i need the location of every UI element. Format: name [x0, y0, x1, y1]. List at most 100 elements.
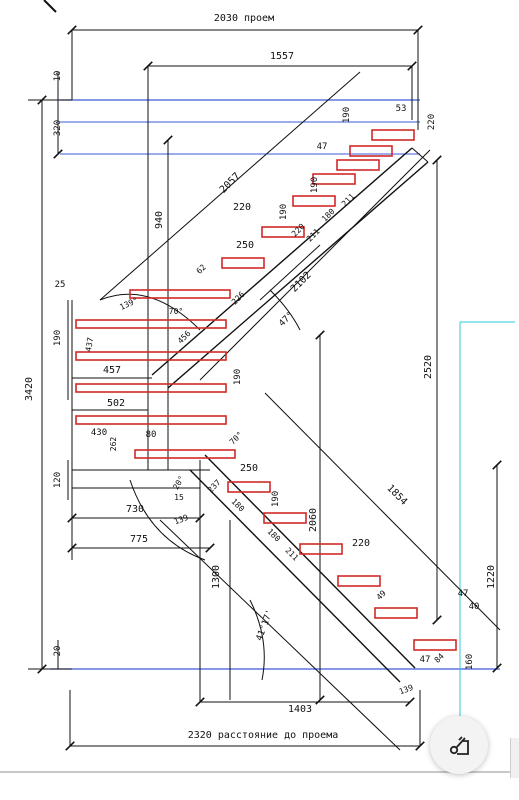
dim-139-b: 139 [173, 513, 190, 526]
dim-940: 940 [154, 211, 165, 229]
dim-1854: 1854 [384, 483, 409, 508]
dim-1557: 1557 [270, 51, 294, 62]
dim-49: 49 [375, 589, 388, 602]
angle-70-b: 70° [228, 430, 245, 447]
dim-456: 456 [176, 329, 193, 346]
dim-180-a: 180 [320, 207, 337, 224]
opening-width-label: 2030 проем [214, 13, 274, 24]
dim-430: 430 [91, 428, 107, 438]
stair-tread [371, 129, 415, 141]
dim-84: 84 [433, 652, 446, 665]
dim-190-left: 190 [53, 330, 63, 346]
dimension-tick [432, 155, 442, 165]
bottom-divider [0, 771, 519, 773]
dimension-tick [492, 460, 502, 470]
dim-226: 226 [230, 290, 247, 307]
stair-tread [75, 383, 227, 393]
dimension-tick [492, 663, 502, 673]
dimension-tick [432, 615, 442, 625]
dimension-line [264, 392, 501, 631]
stair-tread [261, 226, 305, 238]
dim-220-e: 220 [352, 538, 370, 549]
crop-edit-icon [449, 736, 469, 755]
dimension-line [159, 519, 401, 751]
dim-190-d: 190 [271, 491, 281, 507]
dim-220-step: 220 [233, 202, 251, 213]
dim-160: 160 [465, 654, 475, 670]
drawing-line [259, 244, 321, 301]
stair-tread [312, 173, 356, 185]
dim-20: 20 [53, 646, 63, 657]
dim-1300: 1300 [211, 565, 222, 589]
dim-1220: 1220 [486, 565, 497, 589]
angle-arc [269, 289, 301, 331]
dim-2060: 2060 [308, 508, 319, 532]
back-arrow-icon[interactable] [38, 0, 78, 16]
stair-tread [292, 195, 336, 207]
dim-53: 53 [396, 104, 407, 114]
stair-string [204, 454, 416, 669]
dimension-tick [315, 330, 325, 340]
dim-2102: 2102 [289, 270, 314, 295]
dim-47-c: 47 [420, 655, 431, 665]
dim-40: 40 [469, 602, 480, 612]
tread-layer [75, 129, 457, 651]
dim-2520: 2520 [423, 355, 434, 379]
stair-tread [221, 257, 265, 269]
stair-string [189, 469, 401, 683]
dim-120: 120 [53, 472, 63, 488]
dim-190-c: 190 [279, 204, 289, 220]
stair-tread [299, 543, 343, 555]
dim-1403: 1403 [288, 704, 312, 715]
stair-tread [263, 512, 307, 524]
dim-180-b: 180 [265, 527, 282, 544]
drawing-lines [28, 25, 515, 760]
dim-250-b: 250 [240, 463, 258, 474]
dim-502: 502 [107, 398, 125, 409]
dim-190-mid: 190 [233, 369, 243, 385]
stair-tread [227, 481, 271, 493]
dim-47-b: 47 [458, 589, 469, 599]
angle-47: 47° [277, 310, 296, 329]
dim-775: 775 [130, 534, 148, 545]
dim-262: 262 [109, 437, 118, 452]
dim-437: 437 [84, 336, 95, 352]
dimension-tick [195, 513, 205, 523]
scroll-handle[interactable] [510, 738, 519, 778]
dim-190-b: 190 [310, 177, 320, 193]
dim-25: 25 [55, 280, 66, 290]
stair-string [167, 161, 429, 389]
drawing-line [411, 147, 429, 163]
dim-10: 10 [53, 71, 63, 82]
dim-211-a: 211 [340, 192, 357, 209]
dim-3420: 3420 [24, 377, 35, 401]
angle-20: 20° [171, 474, 186, 491]
dim-139-c: 139 [398, 683, 415, 696]
dim-250-a: 250 [236, 240, 254, 251]
angle-arc [129, 479, 206, 561]
stair-string [151, 147, 413, 376]
stair-tread [134, 449, 236, 459]
dimension-tick [53, 149, 63, 159]
angle-139: 139° [118, 296, 139, 312]
distance-to-opening-label: 2320 расстояние до проема [188, 730, 339, 741]
dim-320: 320 [53, 120, 63, 136]
stair-tread [75, 415, 227, 425]
angle-70-a: 70° [169, 307, 183, 316]
dim-457: 457 [103, 365, 121, 376]
dim-15: 15 [174, 493, 184, 502]
dim-47-a: 47 [317, 142, 328, 152]
stair-tread [336, 159, 380, 171]
angle-arc [249, 599, 265, 681]
crop-button[interactable] [430, 716, 488, 774]
stair-tread [413, 639, 457, 651]
dim-190-top: 190 [342, 107, 352, 123]
dimension-tick [163, 135, 173, 145]
stair-tread [129, 289, 231, 299]
stair-tread [75, 351, 227, 361]
stair-tread [337, 575, 381, 587]
angle-arc [99, 293, 201, 331]
dimension-tick [205, 543, 215, 553]
